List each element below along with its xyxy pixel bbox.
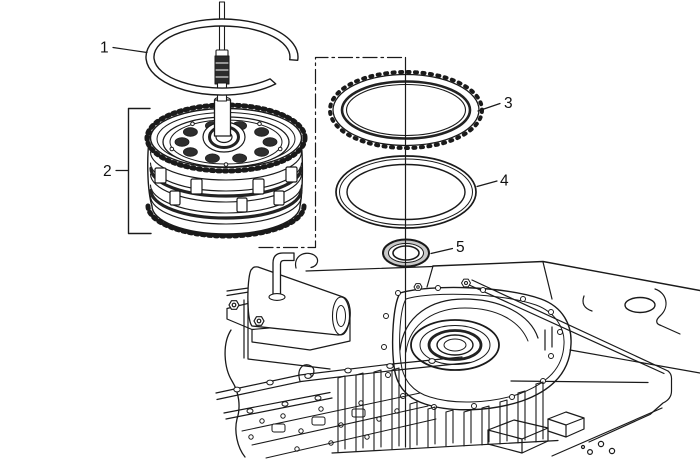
valve-body-detail [241,392,437,459]
leader-line-4 [476,180,498,188]
callout-5: 5 [430,239,465,256]
clutch-shaft-boss [213,96,232,137]
callout-2: 2 [103,107,152,235]
valve-body-rail [215,356,471,420]
accumulator-assembly [226,252,351,351]
snap-ring-part [145,18,299,96]
callout-1-label: 1 [100,40,109,57]
clutch-assembly-part [144,96,308,239]
clutch-tabs [154,166,298,213]
clutch-bottom-teeth [145,203,307,239]
leader-line-1 [112,46,148,54]
clutch-rivets [169,121,283,167]
leader-line-5 [430,247,454,255]
vent-pipe [272,252,295,297]
callout-1: 1 [100,40,148,57]
transmission-case [215,252,700,459]
case-fitting-curl [294,252,319,269]
callout-4-label: 4 [500,173,509,190]
callout-5-label: 5 [456,239,465,256]
case-ribs [331,367,559,454]
input-shaft [214,1,230,102]
case-bolt-hole-large [624,296,656,314]
callout-4: 4 [476,173,509,190]
deck-hex-bolt [413,278,471,291]
clutch-spring-holes [174,121,278,163]
case-sump-rim [391,286,572,411]
converter-bore [410,319,500,371]
case-mount-block-small [547,411,585,438]
leader-line-3 [477,102,501,112]
callout-3: 3 [477,95,513,112]
callout-3-label: 3 [504,95,513,112]
case-rim-bolt-holes [381,285,563,410]
alignment-dashdot-line [258,56,407,249]
callout-2-label: 2 [103,163,112,180]
